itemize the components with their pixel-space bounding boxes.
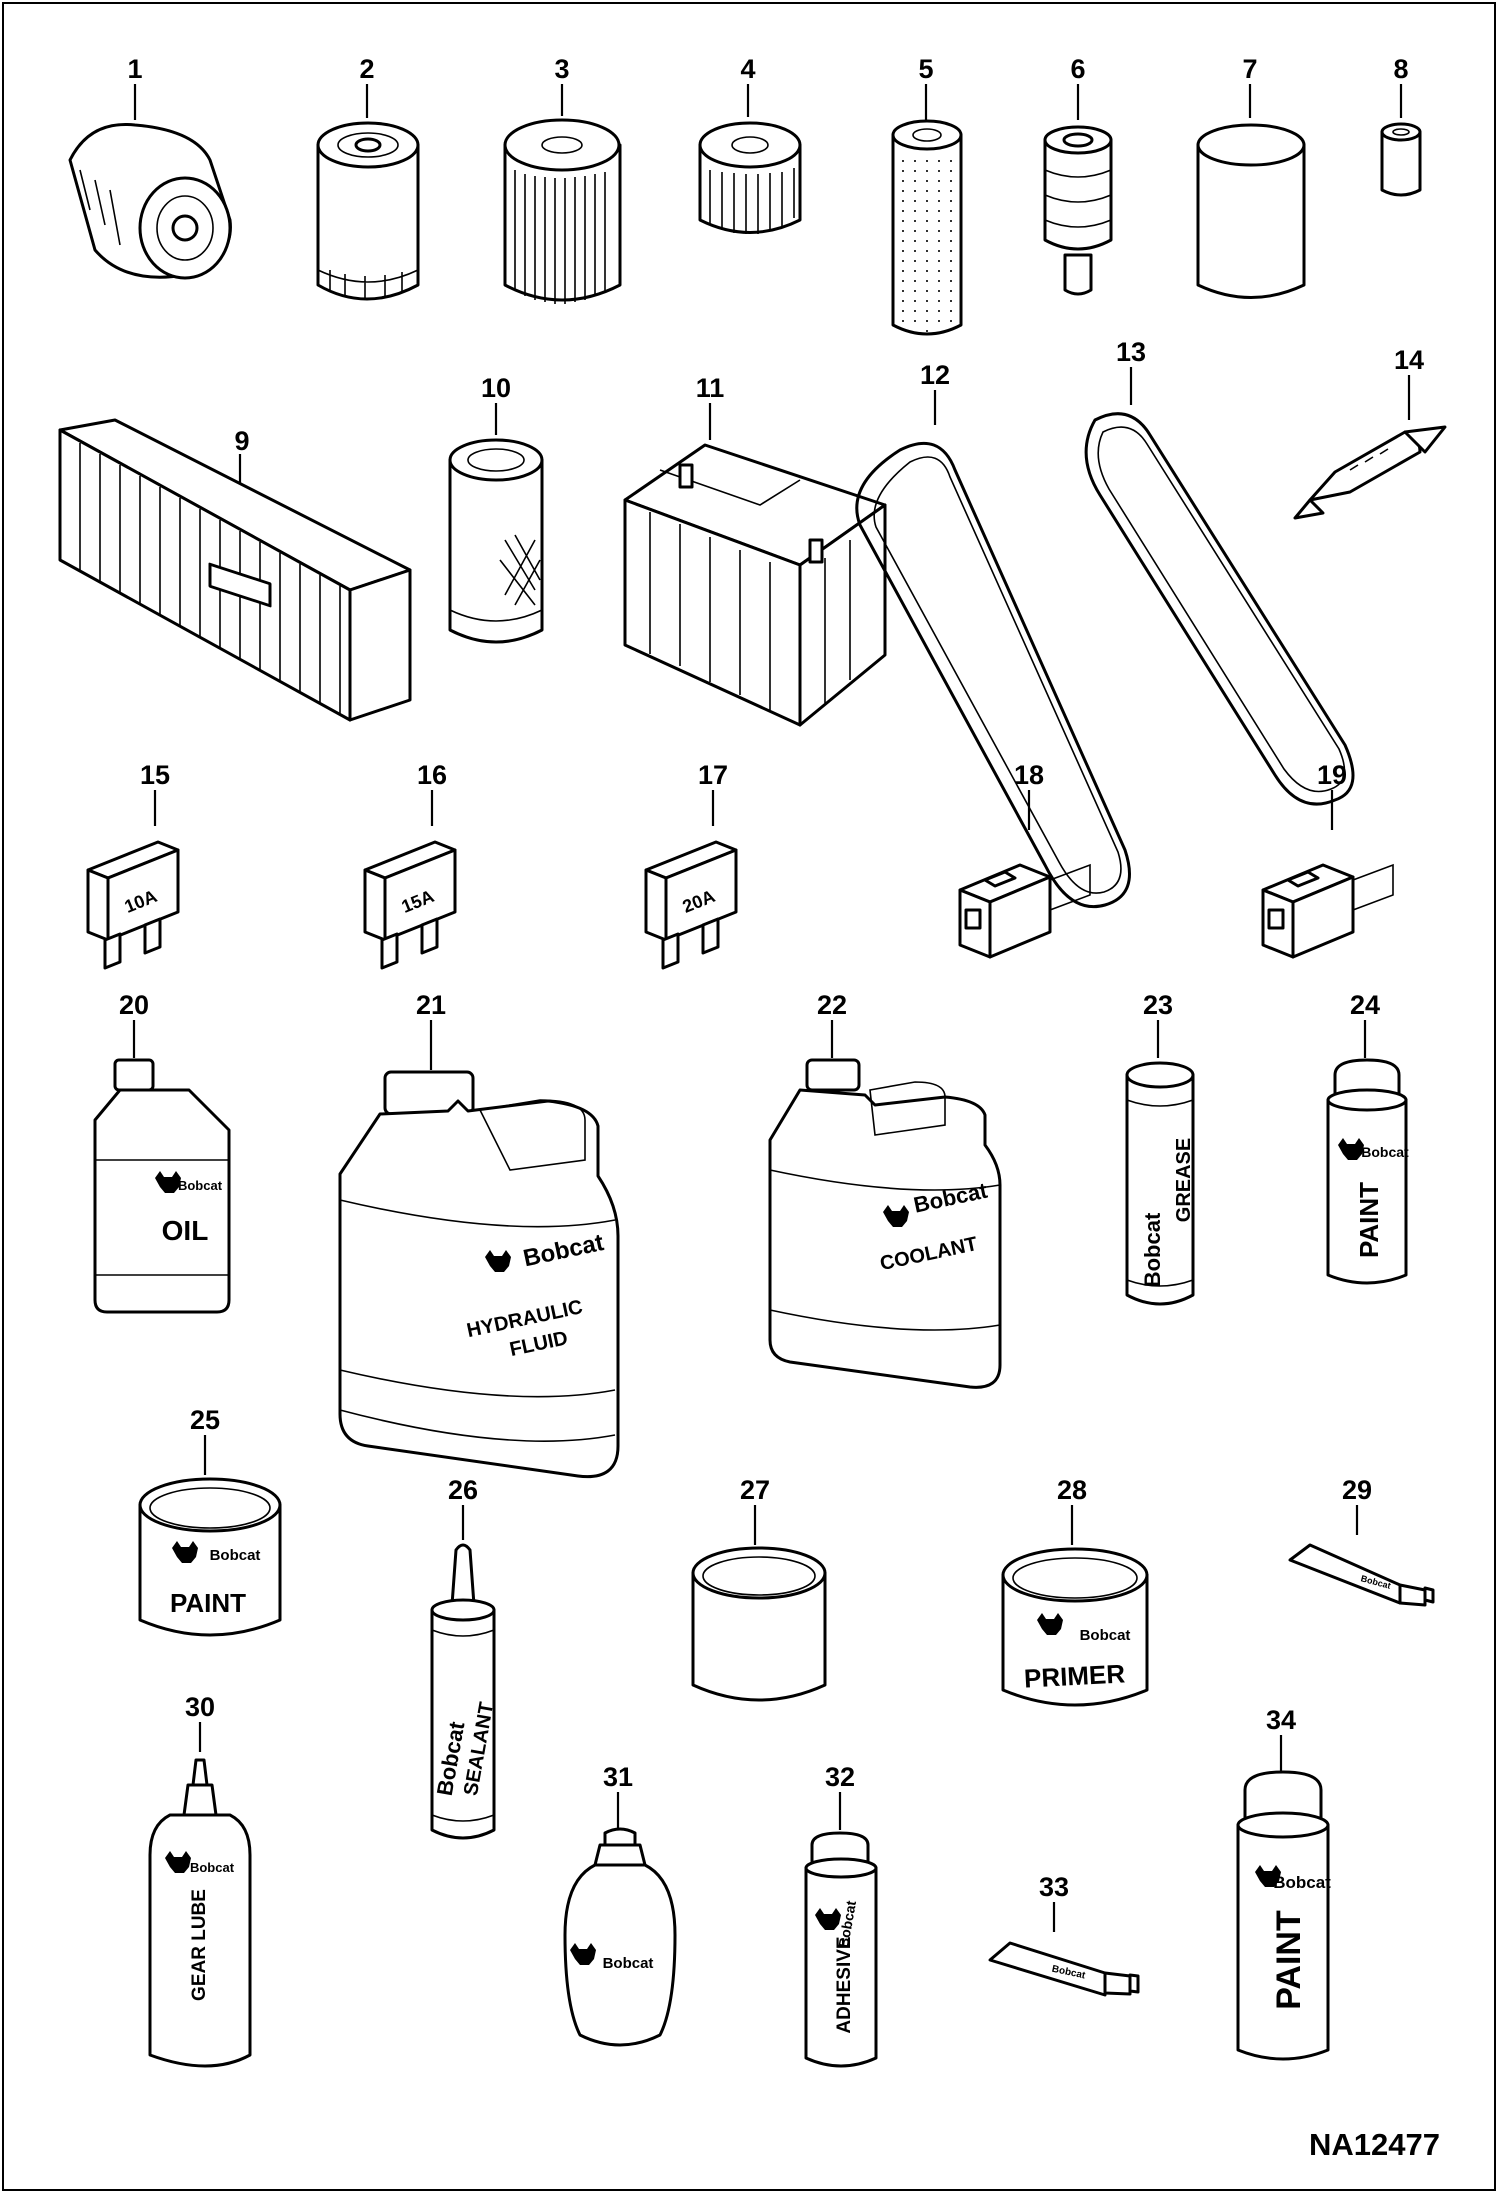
item-12-belt: 12 <box>855 360 1131 909</box>
item-20-oil-bottle: 20 Bobcat OIL <box>93 990 231 1314</box>
item-6-strainer: 6 <box>1043 54 1113 296</box>
primer-label: PRIMER <box>1023 1658 1126 1693</box>
callout-26: 26 <box>448 1475 478 1505</box>
callout-17: 17 <box>698 760 728 790</box>
callout-1: 1 <box>127 54 142 84</box>
grease-brand: Bobcat <box>1140 1212 1165 1287</box>
callout-3: 3 <box>554 54 569 84</box>
oil-bottle-brand: Bobcat <box>178 1178 223 1193</box>
grease-label: GREASE <box>1173 1138 1195 1222</box>
item-30-gear-lube-bottle: 30 Bobcat GEAR LUBE <box>148 1692 252 2068</box>
oil-bottle-label: OIL <box>162 1215 209 1246</box>
tin-25-label: PAINT <box>170 1588 246 1618</box>
gear-lube-label: GEAR LUBE <box>189 1889 210 2001</box>
item-23-grease-tube: 23 Bobcat GREASE <box>1125 990 1195 1306</box>
callout-24: 24 <box>1350 990 1380 1020</box>
item-10-air-filter-element: 10 <box>448 373 544 644</box>
item-26-sealant-tube: 26 Bobcat SEALANT <box>430 1475 498 1840</box>
callout-15: 15 <box>140 760 170 790</box>
callout-31: 31 <box>603 1762 633 1792</box>
callout-18: 18 <box>1014 760 1044 790</box>
item-11-battery: 11 <box>623 373 887 727</box>
callout-14: 14 <box>1394 345 1424 375</box>
item-18-connector: 18 <box>958 760 1091 959</box>
item-33-small-tube: 33 Bobcat <box>988 1872 1140 1997</box>
item-32-adhesive-can: 32 Bobcat ADHESIVE <box>804 1762 878 2068</box>
item-17-fuse: 17 20A <box>644 760 738 970</box>
callout-12: 12 <box>920 360 950 390</box>
callout-11: 11 <box>696 373 725 403</box>
paint-34-label: PAINT <box>1270 1910 1308 2010</box>
item-25-paint-tin: 25 Bobcat PAINT <box>138 1405 282 1637</box>
item-5-perforated-filter: 5 <box>891 54 963 336</box>
item-34-paint-can: 34 Bobcat PAINT <box>1236 1705 1331 2061</box>
callout-32: 32 <box>825 1762 855 1792</box>
callout-5: 5 <box>918 54 933 84</box>
tin-25-brand: Bobcat <box>210 1547 261 1564</box>
item-9-cab-air-filter: 9 <box>58 418 412 722</box>
paint-24-brand: Bobcat <box>1361 1144 1409 1160</box>
item-19-connector: 19 <box>1261 760 1394 959</box>
item-1-oil-filter: 1 <box>68 54 232 280</box>
paint-34-brand: Bobcat <box>1273 1873 1331 1892</box>
item-16-fuse: 16 15A <box>363 760 457 970</box>
callout-27: 27 <box>740 1475 770 1505</box>
item-3-filter-element: 3 <box>503 54 622 304</box>
callout-33: 33 <box>1039 1872 1069 1902</box>
item-22-coolant-jug: 22 Bobcat COOLANT <box>768 990 1002 1389</box>
squeeze-brand: Bobcat <box>603 1955 654 1972</box>
callout-23: 23 <box>1143 990 1173 1020</box>
item-28-primer-tin: 28 Bobcat PRIMER <box>1001 1475 1149 1707</box>
callout-13: 13 <box>1116 337 1146 367</box>
item-24-paint-can: 24 Bobcat PAINT <box>1326 990 1409 1285</box>
callout-6: 6 <box>1070 54 1085 84</box>
item-27-plain-tin: 27 <box>691 1475 827 1702</box>
callout-19: 19 <box>1317 760 1347 790</box>
item-7-cylinder-filter: 7 <box>1196 54 1306 299</box>
item-29-small-tube: 29 Bobcat <box>1288 1475 1435 1607</box>
paint-24-label: PAINT <box>1354 1182 1384 1258</box>
callout-20: 20 <box>119 990 149 1020</box>
callout-34: 34 <box>1266 1705 1296 1735</box>
item-21-hydraulic-jug: 21 Bobcat HYDRAULIC FLUID <box>338 990 620 1479</box>
gear-lube-brand: Bobcat <box>190 1860 235 1875</box>
callout-8: 8 <box>1393 54 1408 84</box>
callout-22: 22 <box>817 990 847 1020</box>
item-13-belt: 13 <box>1084 337 1355 806</box>
item-4-filter-element: 4 <box>698 54 802 234</box>
callout-2: 2 <box>359 54 374 84</box>
callout-30: 30 <box>185 1692 215 1722</box>
item-31-squeeze-bottle: 31 Bobcat <box>563 1762 677 2047</box>
callout-21: 21 <box>416 990 446 1020</box>
item-14-bulb: 14 <box>1293 345 1447 520</box>
adhesive-label: ADHESIVE <box>834 1936 855 2033</box>
callout-25: 25 <box>190 1405 220 1435</box>
callout-7: 7 <box>1242 54 1257 84</box>
callout-9: 9 <box>234 426 249 456</box>
reference-code: NA12477 <box>1309 2127 1440 2162</box>
callout-28: 28 <box>1057 1475 1087 1505</box>
callout-4: 4 <box>740 54 755 84</box>
callout-16: 16 <box>417 760 447 790</box>
item-2-fuel-filter: 2 <box>316 54 420 301</box>
callout-29: 29 <box>1342 1475 1372 1505</box>
primer-brand: Bobcat <box>1080 1627 1131 1644</box>
item-8-small-bushing: 8 <box>1380 54 1422 197</box>
item-15-fuse: 15 10A <box>86 760 180 970</box>
callout-10: 10 <box>481 373 511 403</box>
